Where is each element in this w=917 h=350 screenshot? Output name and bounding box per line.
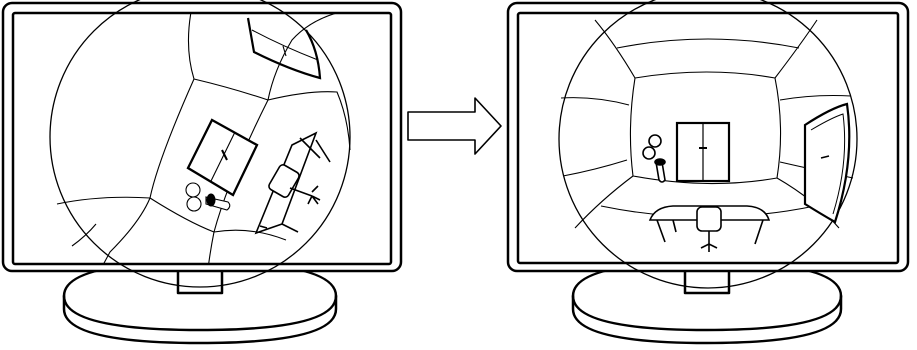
door-icon (677, 123, 729, 181)
monitor-right-icon (505, 0, 917, 350)
monitor-left-icon (0, 0, 405, 350)
arrow-right-icon (405, 96, 505, 156)
